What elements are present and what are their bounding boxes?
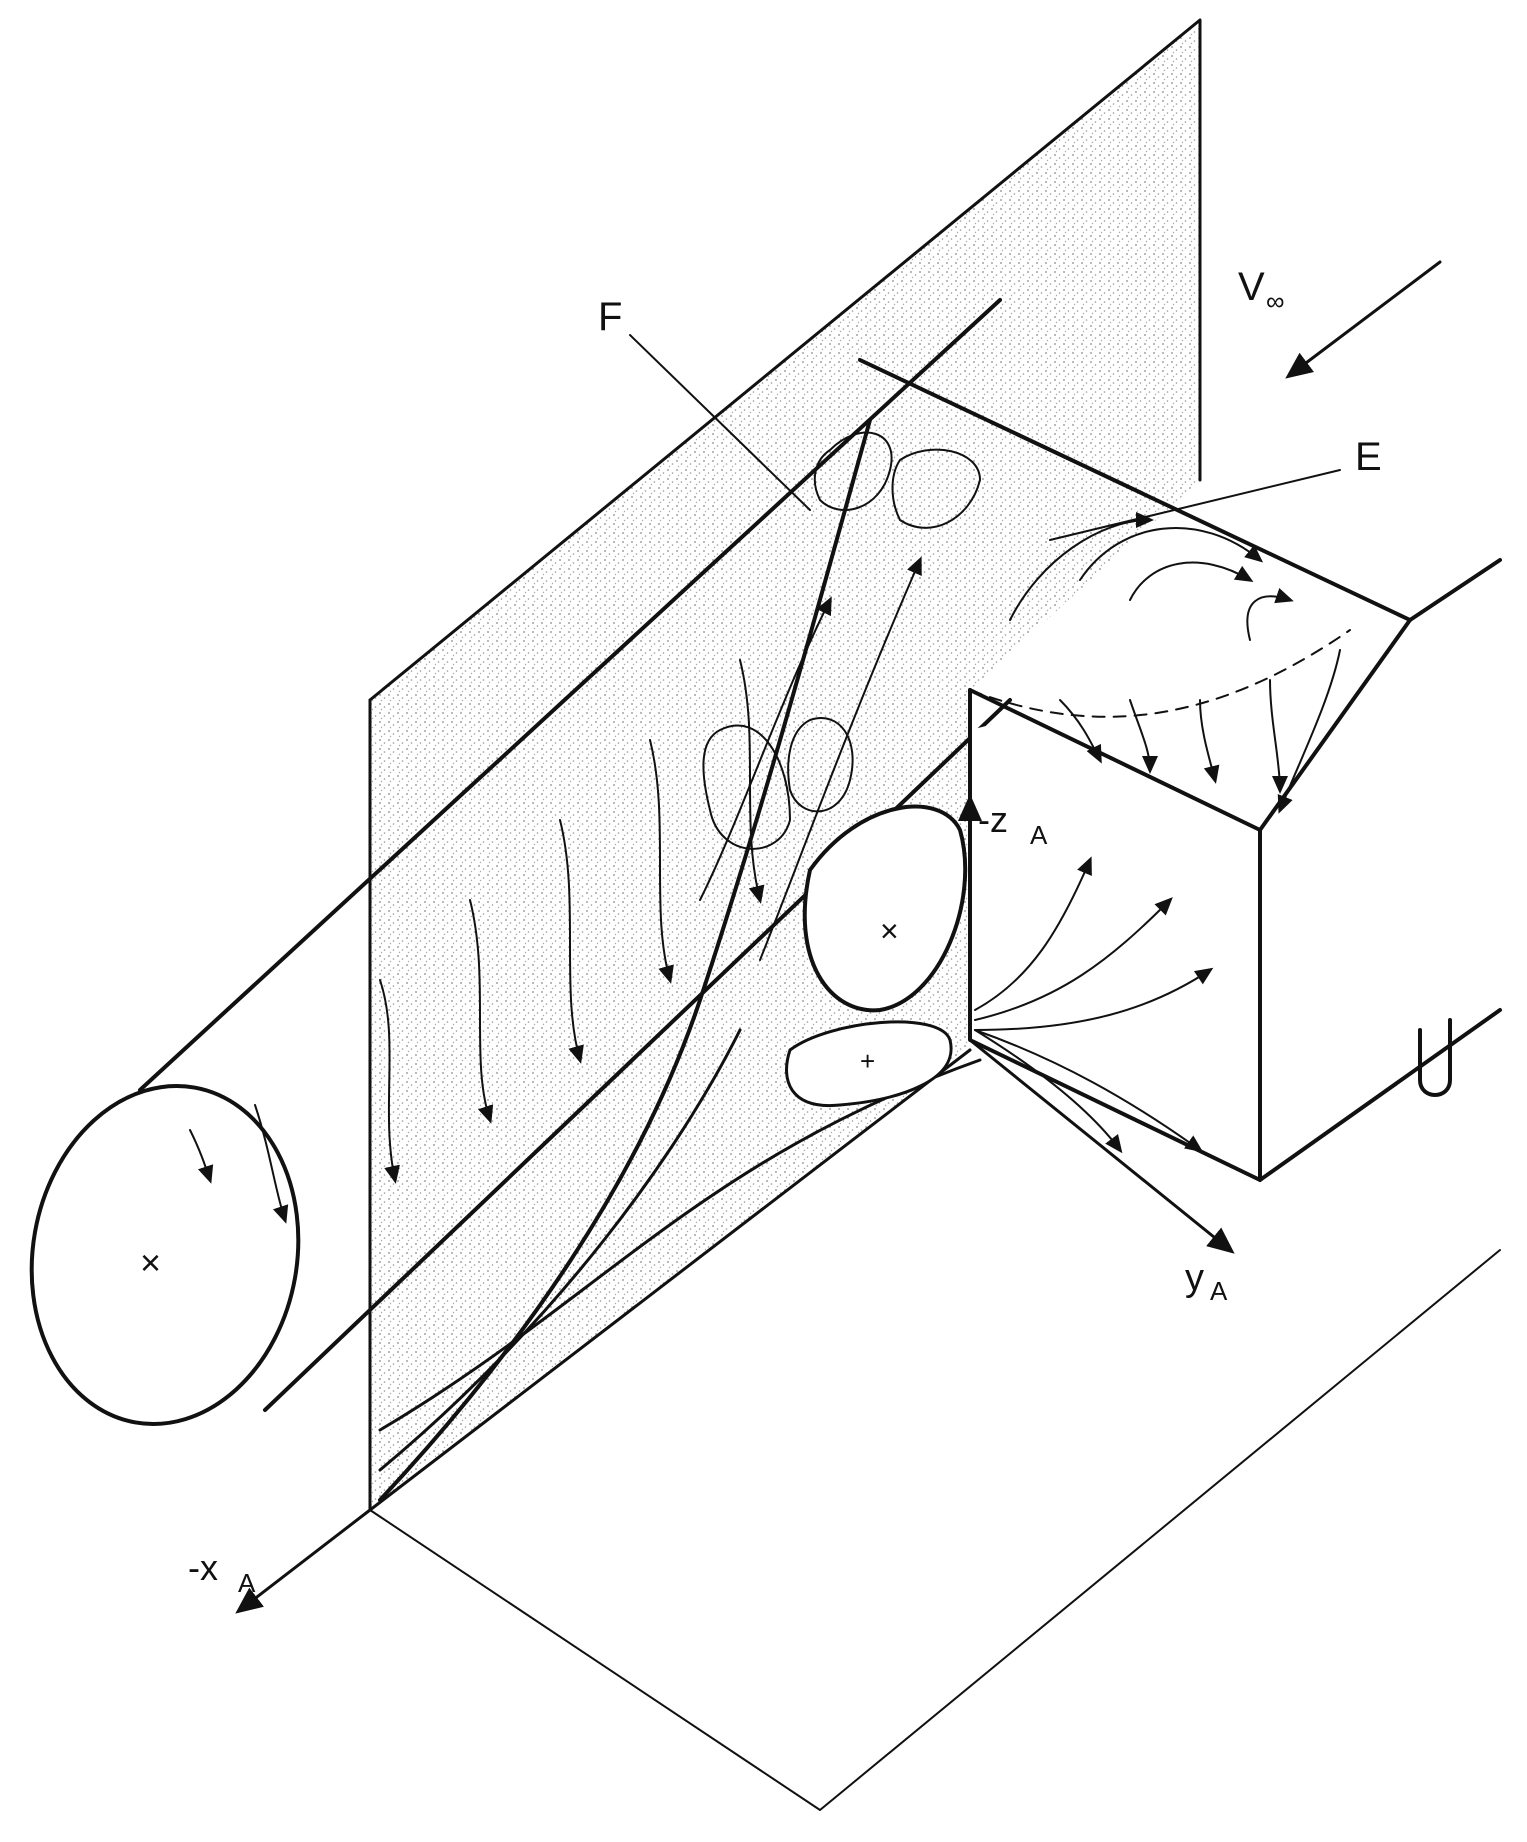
label-V-subscript: ∞ xyxy=(1266,286,1285,316)
axes xyxy=(235,794,1235,1614)
label-axis-z: -z A xyxy=(978,799,1048,850)
label-freestream: V ∞ xyxy=(1238,265,1285,316)
label-F: F xyxy=(598,295,622,339)
axis-x-subscript: A xyxy=(238,1568,256,1598)
axis-x-label: -x xyxy=(188,1547,218,1588)
symmetry-plane xyxy=(368,18,1202,1512)
corner-vortices xyxy=(702,431,1154,1108)
vortex-core-marker-small: + xyxy=(860,1046,875,1076)
vortex-tube xyxy=(29,298,1012,1426)
label-leaders xyxy=(629,334,1341,541)
axis-z-subscript: A xyxy=(1030,820,1048,850)
axis-y-label: y xyxy=(1185,1257,1204,1299)
axis-z-label: -z xyxy=(978,799,1008,840)
freestream-arrow xyxy=(1285,260,1442,379)
label-axis-x: -x A xyxy=(188,1547,256,1598)
vortex-core-marker-corner: × xyxy=(880,913,899,949)
label-E: E xyxy=(1355,435,1382,479)
label-axis-y: y A xyxy=(1185,1257,1228,1306)
vortex-core-marker-left: × xyxy=(140,1242,161,1283)
axis-y-subscript: A xyxy=(1210,1276,1228,1306)
label-V: V xyxy=(1238,265,1265,309)
separation-sheet xyxy=(378,418,982,1502)
